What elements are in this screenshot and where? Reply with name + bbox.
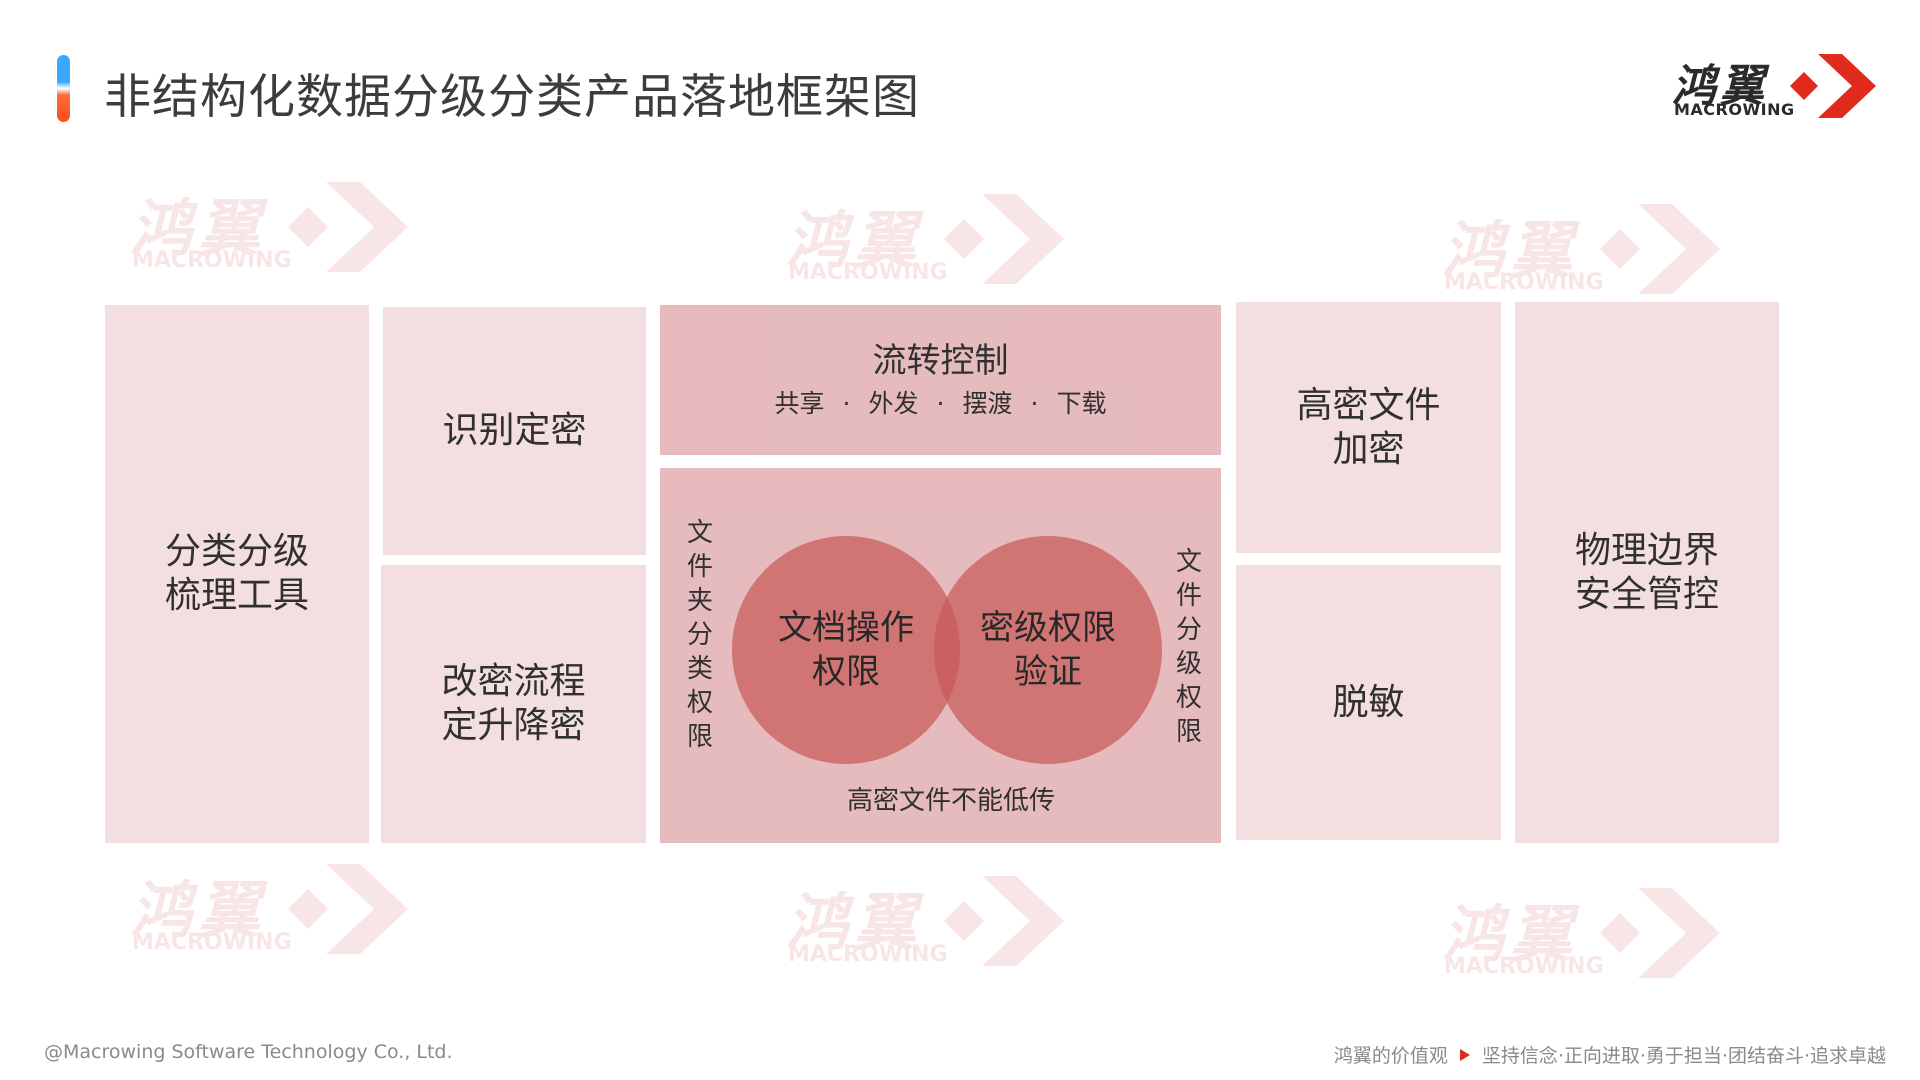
watermark-logo-cn: 鸿翼 (786, 886, 923, 959)
title-accent-bar (57, 55, 70, 122)
file-grading-permission-label: 文件分级权限 (1175, 547, 1202, 747)
flow-separator: · (842, 389, 851, 418)
footer-values: 鸿翼的价值观 坚持信念·正向进取·勇于担当·团结奋斗·追求卓越 (1334, 1041, 1886, 1068)
watermark-logo-en: MACROWING (788, 942, 948, 967)
chevron-logo-icon (1600, 204, 1720, 294)
watermark-logo-cn: 鸿翼 (130, 192, 267, 265)
box-change-process-label: 改密流程 定升降密 (441, 661, 586, 746)
flow-control-items: 共享 · 外发 · 摆渡 · 下载 (775, 388, 1107, 420)
flow-item: 外发 (868, 389, 919, 418)
triangle-right-icon (1459, 1048, 1470, 1061)
chevron-logo-icon (1600, 888, 1720, 978)
chevron-logo-icon (944, 876, 1064, 966)
footer-copyright: @Macrowing Software Technology Co., Ltd. (44, 1041, 453, 1063)
flow-separator: · (936, 389, 945, 418)
watermark-logo: 鸿翼 MACROWING (1442, 200, 1742, 300)
folder-classification-permission-label: 文件夹分类权限 (686, 518, 713, 752)
watermark-logo-en: MACROWING (1444, 270, 1604, 295)
watermark-logo-cn: 鸿翼 (130, 874, 267, 947)
chevron-logo-icon (1790, 54, 1876, 118)
box-identify: 识别定密 (383, 307, 646, 555)
page-title: 非结构化数据分级分类产品落地框架图 (104, 70, 920, 125)
watermark-logo: 鸿翼 MACROWING (130, 178, 430, 278)
box-identify-label: 识别定密 (442, 410, 587, 451)
brand-logo-cn: 鸿翼 (1672, 61, 1768, 112)
watermark-logo: 鸿翼 MACROWING (786, 872, 1086, 972)
circle-classification-permission-verify: 密级权限 验证 (934, 536, 1162, 764)
watermark-logo: 鸿翼 MACROWING (1442, 884, 1742, 984)
flow-item: 下载 (1056, 389, 1107, 418)
high-secret-no-downward-transfer-note: 高密文件不能低传 (847, 786, 1056, 816)
flow-item: 摆渡 (962, 389, 1013, 418)
box-physical-boundary: 物理边界 安全管控 (1515, 302, 1779, 843)
watermark-logo-en: MACROWING (132, 930, 292, 955)
circle-classification-permission-verify-label: 密级权限 验证 (980, 608, 1116, 692)
chevron-logo-icon (288, 864, 408, 954)
watermark-logo-cn: 鸿翼 (1442, 214, 1579, 287)
watermark-logo-en: MACROWING (132, 248, 292, 273)
flow-separator: · (1030, 389, 1039, 418)
circle-document-operation-permission-label: 文档操作 权限 (778, 608, 914, 692)
box-encrypt: 高密文件 加密 (1236, 302, 1501, 553)
box-encrypt-label: 高密文件 加密 (1296, 384, 1441, 470)
circle-document-operation-permission: 文档操作 权限 (732, 536, 960, 764)
watermark-logo-en: MACROWING (788, 260, 948, 285)
watermark-logo: 鸿翼 MACROWING (786, 190, 1086, 290)
watermark-logo-cn: 鸿翼 (786, 204, 923, 277)
brand-logo-en: MACROWING (1674, 100, 1795, 119)
brand-logo: 鸿翼 MACROWING (1672, 50, 1892, 122)
watermark-logo-en: MACROWING (1444, 954, 1604, 979)
footer-values-label: 鸿翼的价值观 (1333, 1045, 1448, 1067)
box-flow-control: 流转控制 共享 · 外发 · 摆渡 · 下载 (660, 305, 1221, 455)
box-classification-tool: 分类分级 梳理工具 (105, 305, 369, 843)
box-physical-boundary-label: 物理边界 安全管控 (1574, 529, 1719, 615)
footer-values-text: 坚持信念·正向进取·勇于担当·团结奋斗·追求卓越 (1481, 1045, 1886, 1067)
box-desensitize-label: 脱敏 (1332, 681, 1405, 723)
box-classification-tool-label: 分类分级 梳理工具 (164, 531, 309, 616)
flow-item: 共享 (774, 389, 825, 418)
watermark-logo-cn: 鸿翼 (1442, 898, 1579, 971)
chevron-logo-icon (944, 194, 1064, 284)
box-permission-panel: 文件夹分类权限 文件分级权限 文档操作 权限 密级权限 验证 高密文件不能低传 (660, 468, 1221, 843)
chevron-logo-icon (288, 182, 408, 272)
box-desensitize: 脱敏 (1236, 565, 1501, 840)
watermark-logo: 鸿翼 MACROWING (130, 860, 430, 960)
box-change-process: 改密流程 定升降密 (381, 565, 646, 843)
flow-control-title: 流转控制 (872, 341, 1009, 381)
